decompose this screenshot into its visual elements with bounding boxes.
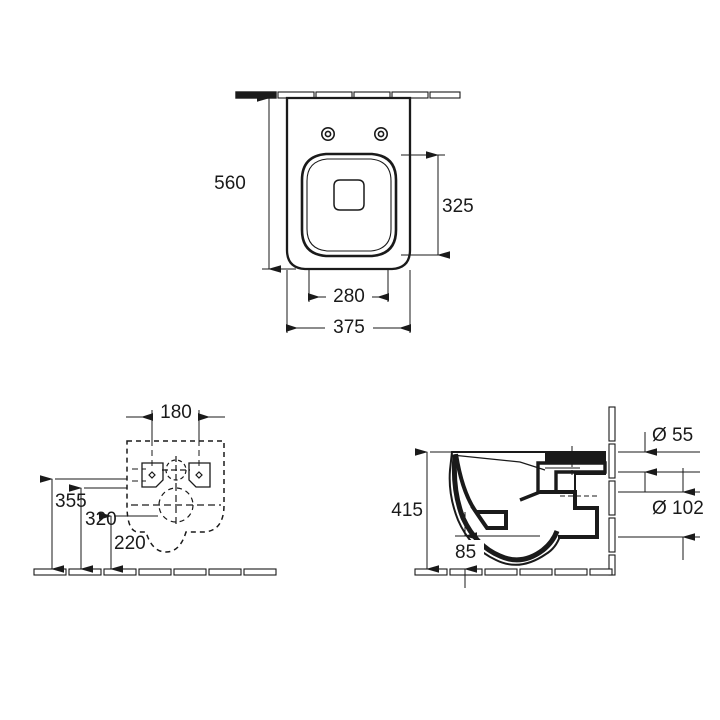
plan-ext-lines-375: [286, 270, 411, 333]
dim-325: 325: [426, 151, 474, 259]
side-bowl-inner-profile: [451, 454, 560, 563]
dim-325-label: 325: [442, 196, 474, 217]
rear-wc-dashed-outline: [126, 440, 225, 553]
dim-180-label: 180: [160, 402, 192, 423]
rear-fixing-marker-left: [148, 471, 156, 479]
dim-560-label: 560: [214, 173, 246, 194]
side-waste-outlet: [519, 490, 600, 539]
rear-floor-line: [33, 568, 277, 576]
dim-375: 375: [286, 315, 411, 338]
dim-280: 280: [308, 284, 389, 307]
dim-85-label: 85: [455, 542, 476, 563]
rear-upper-centre-circle: [162, 456, 190, 484]
plan-bowl-opening: [333, 179, 365, 211]
dim-220-label: 220: [114, 533, 146, 554]
rear-fixing-marker-right: [195, 471, 203, 479]
dim-dia-102-label: Ø 102: [652, 498, 704, 519]
dim-280-label: 280: [333, 286, 365, 307]
plan-fixing-hole-right: [373, 127, 388, 142]
dim-dia-55-label: Ø 55: [652, 425, 693, 446]
rear-fixing-slot-left: [141, 462, 164, 488]
dim-320-label: 320: [85, 509, 117, 530]
side-wall-line: [608, 406, 616, 576]
dim-560: 560: [214, 94, 281, 273]
side-floor-line: [414, 568, 613, 576]
rear-fixing-slot-right: [188, 462, 211, 488]
dim-355-label: 355: [55, 491, 87, 512]
side-bowl-rim-fold: [454, 453, 508, 530]
dim-415-label: 415: [391, 500, 423, 521]
plan-bowl-inner-rim: [306, 158, 392, 252]
dim-85: 85: [452, 512, 540, 588]
plan-fixing-hole-left: [320, 127, 335, 142]
side-section-view: 415 85 Ø 55: [391, 406, 718, 588]
dim-dia-102: Ø 102: [618, 468, 718, 560]
rear-fixing-centre-lines: [132, 430, 200, 482]
dim-180: 180: [126, 402, 225, 445]
rear-outlet-centre-circle: [131, 484, 221, 526]
plan-view: 560 325 280: [214, 91, 474, 338]
dim-375-label: 375: [333, 317, 365, 338]
dim-dia-55: Ø 55: [618, 425, 700, 492]
dim-415: 415: [391, 448, 465, 573]
dim-220: 220: [99, 512, 158, 573]
rear-elevation-view: 180 355 320 220: [33, 402, 277, 576]
